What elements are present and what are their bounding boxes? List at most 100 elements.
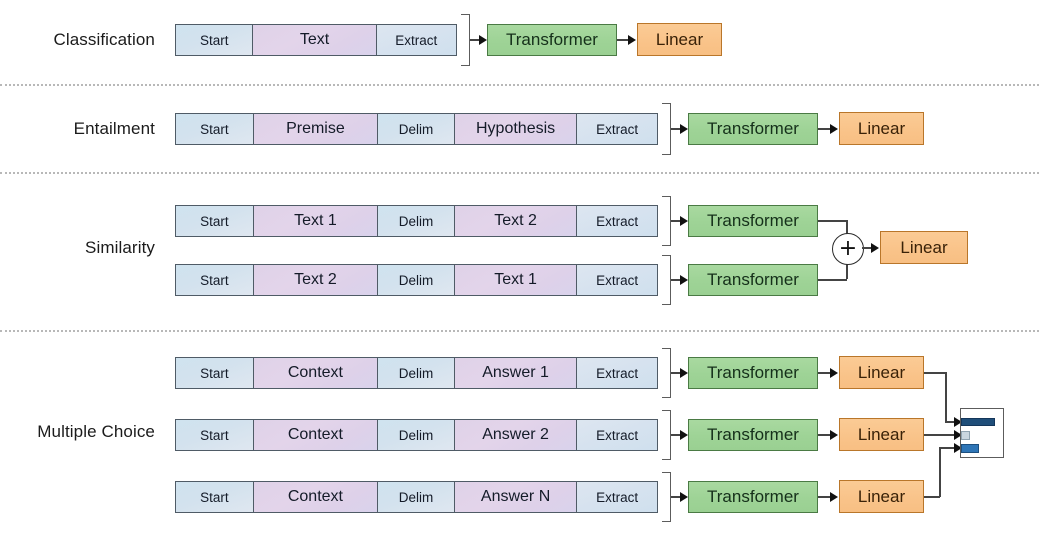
- token-start: Start: [176, 482, 254, 512]
- group-bracket-similarity-1: [662, 196, 671, 246]
- group-bracket-classification: [461, 14, 470, 66]
- token-answer-1: Answer 1: [454, 358, 578, 388]
- row-label-similarity: Similarity: [85, 238, 155, 257]
- output-bar-3: [961, 444, 979, 453]
- token-context: Context: [253, 482, 379, 512]
- token-extract: Extract: [577, 206, 657, 236]
- token-hypothesis: Hypothesis: [454, 114, 578, 144]
- token-text-2: Text 2: [454, 206, 578, 236]
- token-strip-multiple-choice-2: Start Context Delim Answer 2 Extract: [175, 419, 658, 451]
- token-delim: Delim: [378, 420, 455, 450]
- connector-line: [939, 447, 960, 449]
- connector-line: [671, 372, 683, 374]
- token-start: Start: [176, 420, 254, 450]
- block-linear-multiple-choice-2: Linear: [839, 418, 924, 451]
- token-start: Start: [176, 358, 254, 388]
- token-start: Start: [176, 265, 254, 295]
- token-delim: Delim: [378, 114, 455, 144]
- output-bar-2: [961, 431, 970, 440]
- connector-line: [924, 496, 940, 498]
- connector-line: [818, 434, 834, 436]
- token-text-2: Text 2: [253, 265, 379, 295]
- arrow-head-icon: [680, 216, 688, 226]
- connector-line: [924, 372, 946, 374]
- block-transformer-similarity-2: Transformer: [688, 264, 818, 296]
- connector-line: [945, 421, 960, 423]
- arrow-head-icon: [954, 430, 962, 440]
- token-delim: Delim: [378, 265, 455, 295]
- sum-node-plus-icon: +: [832, 233, 864, 265]
- token-extract: Extract: [577, 420, 657, 450]
- token-text-1: Text 1: [454, 265, 578, 295]
- block-linear-multiple-choice-3: Linear: [839, 480, 924, 513]
- section-separator-3: [0, 330, 1039, 332]
- token-extract: Extract: [577, 265, 657, 295]
- connector-line: [924, 434, 960, 436]
- arrow-head-icon: [680, 492, 688, 502]
- arrow-head-icon: [871, 243, 879, 253]
- arrow-head-icon: [830, 124, 838, 134]
- connector-line: [818, 496, 834, 498]
- token-strip-similarity-2: Start Text 2 Delim Text 1 Extract: [175, 264, 658, 296]
- connector-line: [818, 372, 834, 374]
- connector-line: [671, 128, 683, 130]
- connector-line: [671, 279, 683, 281]
- arrow-head-icon: [680, 124, 688, 134]
- arrow-head-icon: [830, 368, 838, 378]
- token-context: Context: [253, 420, 379, 450]
- block-transformer-similarity-1: Transformer: [688, 205, 818, 237]
- arrow-head-icon: [830, 430, 838, 440]
- token-extract: Extract: [376, 25, 456, 55]
- token-premise: Premise: [253, 114, 379, 144]
- token-delim: Delim: [378, 206, 455, 236]
- token-context: Context: [253, 358, 379, 388]
- connector-line: [671, 220, 683, 222]
- token-extract: Extract: [577, 358, 657, 388]
- arrow-head-icon: [680, 368, 688, 378]
- output-distribution-chart: [960, 408, 1004, 458]
- connector-line: [671, 434, 683, 436]
- arrow-head-icon: [954, 443, 962, 453]
- block-transformer-multiple-choice-2: Transformer: [688, 419, 818, 451]
- connector-line: [939, 447, 941, 497]
- connector-line: [818, 128, 834, 130]
- connector-line: [617, 39, 632, 41]
- block-transformer-classification: Transformer: [487, 24, 617, 56]
- group-bracket-multiple-choice-2: [662, 410, 671, 460]
- token-start: Start: [176, 114, 254, 144]
- token-text: Text: [253, 25, 377, 55]
- token-delim: Delim: [378, 482, 455, 512]
- token-strip-similarity-1: Start Text 1 Delim Text 2 Extract: [175, 205, 658, 237]
- block-linear-classification: Linear: [637, 23, 722, 56]
- block-linear-similarity: Linear: [880, 231, 968, 264]
- connector-line: [818, 220, 847, 222]
- block-transformer-multiple-choice-3: Transformer: [688, 481, 818, 513]
- token-start: Start: [176, 206, 254, 236]
- arrow-head-icon: [628, 35, 636, 45]
- arrow-head-icon: [954, 417, 962, 427]
- token-text-1: Text 1: [253, 206, 379, 236]
- connector-line: [945, 372, 947, 422]
- arrow-head-icon: [680, 430, 688, 440]
- token-strip-multiple-choice-1: Start Context Delim Answer 1 Extract: [175, 357, 658, 389]
- arrow-head-icon: [479, 35, 487, 45]
- arrow-head-icon: [830, 492, 838, 502]
- token-extract: Extract: [577, 114, 657, 144]
- group-bracket-similarity-2: [662, 255, 671, 305]
- block-transformer-entailment: Transformer: [688, 113, 818, 145]
- token-strip-classification-1: Start Text Extract: [175, 24, 457, 56]
- token-strip-entailment-1: Start Premise Delim Hypothesis Extract: [175, 113, 658, 145]
- group-bracket-entailment: [662, 103, 671, 155]
- output-bar-1: [961, 418, 995, 426]
- row-label-classification: Classification: [53, 30, 155, 49]
- block-linear-multiple-choice-1: Linear: [839, 356, 924, 389]
- token-answer-2: Answer 2: [454, 420, 578, 450]
- section-separator-1: [0, 84, 1039, 86]
- group-bracket-multiple-choice-3: [662, 472, 671, 522]
- connector-line: [862, 247, 875, 249]
- token-start: Start: [176, 25, 254, 55]
- group-bracket-multiple-choice-1: [662, 348, 671, 398]
- arrow-head-icon: [680, 275, 688, 285]
- block-linear-entailment: Linear: [839, 112, 924, 145]
